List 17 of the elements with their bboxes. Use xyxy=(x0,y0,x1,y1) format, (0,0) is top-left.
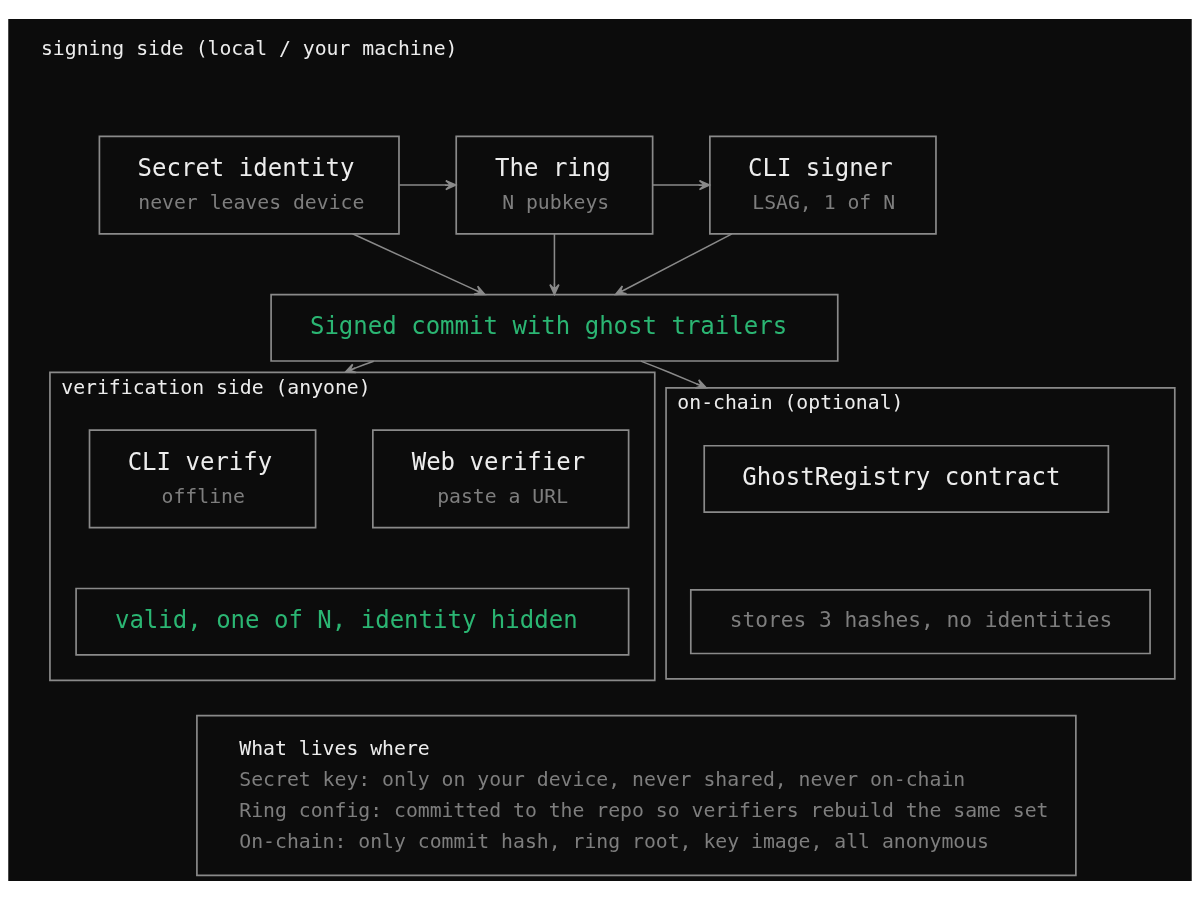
node-box: The ring N pubkeys xyxy=(455,135,654,235)
node-box: GhostRegistry contract xyxy=(703,444,1110,514)
node-box: Secret identity never leaves device xyxy=(98,135,400,235)
node-box: CLI signer LSAG, 1 of N xyxy=(709,135,937,235)
arrow xyxy=(549,233,560,296)
node-box: What lives where Secret key: only on your device, never shared, never on-chain Ring config: committed to the repo so verifiers rebuild the same set On-chain: only commit hash, ring root, key image, all anonymous xyxy=(196,714,1077,877)
node-box: Web verifier paste a URL xyxy=(372,429,630,529)
arrow xyxy=(398,179,457,191)
node-box: valid, one of N, identity hidden xyxy=(75,587,630,656)
node-box: Signed commit with ghost trailers xyxy=(270,293,839,362)
label: signing side (local / your machine) xyxy=(40,37,458,61)
arrow xyxy=(351,233,486,296)
node-box: stores 3 hashes, no identities xyxy=(689,589,1151,655)
arrow xyxy=(652,179,711,191)
arrow xyxy=(344,360,375,374)
arrow xyxy=(614,233,733,296)
node-box: CLI verify offline xyxy=(88,429,317,529)
